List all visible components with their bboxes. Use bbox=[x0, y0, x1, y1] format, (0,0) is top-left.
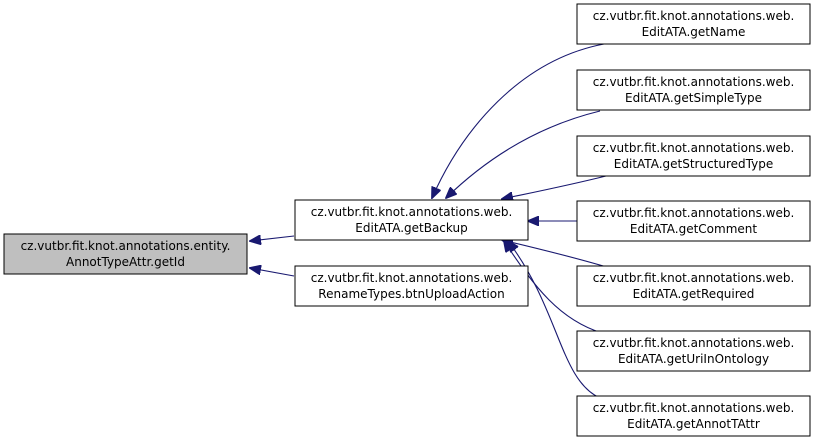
node-label-line1: cz.vutbr.fit.knot.annotations.web. bbox=[593, 141, 795, 155]
node-box bbox=[576, 200, 811, 242]
node-label-line1: cz.vutbr.fit.knot.annotations.web. bbox=[593, 75, 795, 89]
edge-getsimpletype-to-getbackup bbox=[446, 110, 601, 198]
node-editata-getsimpletype[interactable]: cz.vutbr.fit.knot.annotations.web. EditA… bbox=[576, 69, 811, 111]
node-box bbox=[576, 330, 811, 372]
node-label-line2: RenameTypes.btnUploadAction bbox=[318, 287, 504, 301]
node-label-line2: EditATA.getBackup bbox=[355, 221, 467, 235]
node-label-line1: cz.vutbr.fit.knot.annotations.web. bbox=[311, 271, 513, 285]
node-editata-getstructuredtype[interactable]: cz.vutbr.fit.knot.annotations.web. EditA… bbox=[576, 135, 811, 177]
node-label-line2: AnnotTypeAttr.getId bbox=[66, 255, 185, 269]
node-label-line1: cz.vutbr.fit.knot.annotations.web. bbox=[593, 9, 795, 23]
edge-getbackup-to-getid bbox=[250, 236, 295, 241]
node-label-line2: EditATA.getAnnotTAttr bbox=[627, 417, 760, 431]
node-label-line1: cz.vutbr.fit.knot.annotations.web. bbox=[311, 205, 513, 219]
node-box bbox=[576, 135, 811, 177]
node-label-line1: cz.vutbr.fit.knot.annotations.web. bbox=[593, 336, 795, 350]
node-editata-geturiinontology[interactable]: cz.vutbr.fit.knot.annotations.web. EditA… bbox=[576, 330, 811, 372]
edge-getannottattr-to-getbackup bbox=[508, 241, 601, 399]
node-label-line2: EditATA.getSimpleType bbox=[625, 91, 762, 105]
node-label-line1: cz.vutbr.fit.knot.annotations.web. bbox=[593, 206, 795, 220]
node-box bbox=[576, 69, 811, 111]
node-box bbox=[576, 265, 811, 307]
node-label-line2: EditATA.getName bbox=[642, 25, 746, 39]
node-label-line2: EditATA.getStructuredType bbox=[614, 157, 773, 171]
edge-btnuploadaction-to-getid bbox=[250, 268, 295, 277]
node-label-line1: cz.vutbr.fit.knot.annotations.entity. bbox=[21, 239, 231, 253]
node-editata-getcomment[interactable]: cz.vutbr.fit.knot.annotations.web. EditA… bbox=[576, 200, 811, 242]
edge-geturiinontology-to-getbackup bbox=[504, 241, 603, 334]
edge-getname-to-getbackup bbox=[432, 43, 605, 198]
node-box bbox=[576, 3, 811, 45]
node-annot-type-attr-getid[interactable]: cz.vutbr.fit.knot.annotations.entity. An… bbox=[3, 233, 248, 275]
nodes-group: cz.vutbr.fit.knot.annotations.entity. An… bbox=[3, 3, 811, 437]
node-box bbox=[576, 395, 811, 437]
node-box bbox=[294, 199, 529, 241]
edge-getstructuredtype-to-getbackup bbox=[502, 175, 607, 199]
node-editata-getbackup[interactable]: cz.vutbr.fit.knot.annotations.web. EditA… bbox=[294, 199, 529, 241]
node-editata-getannottattr[interactable]: cz.vutbr.fit.knot.annotations.web. EditA… bbox=[576, 395, 811, 437]
node-box bbox=[3, 233, 248, 275]
node-box bbox=[294, 265, 529, 307]
node-label-line2: EditATA.getRequired bbox=[633, 287, 755, 301]
node-label-line2: EditATA.getComment bbox=[630, 222, 758, 236]
node-renametypes-btnuploadaction[interactable]: cz.vutbr.fit.knot.annotations.web. Renam… bbox=[294, 265, 529, 307]
node-label-line1: cz.vutbr.fit.knot.annotations.web. bbox=[593, 271, 795, 285]
node-label-line2: EditATA.getUriInOntology bbox=[618, 352, 769, 366]
node-editata-getrequired[interactable]: cz.vutbr.fit.knot.annotations.web. EditA… bbox=[576, 265, 811, 307]
edge-getrequired-to-getbackup bbox=[502, 240, 611, 269]
node-label-line1: cz.vutbr.fit.knot.annotations.web. bbox=[593, 401, 795, 415]
node-editata-getname[interactable]: cz.vutbr.fit.knot.annotations.web. EditA… bbox=[576, 3, 811, 45]
